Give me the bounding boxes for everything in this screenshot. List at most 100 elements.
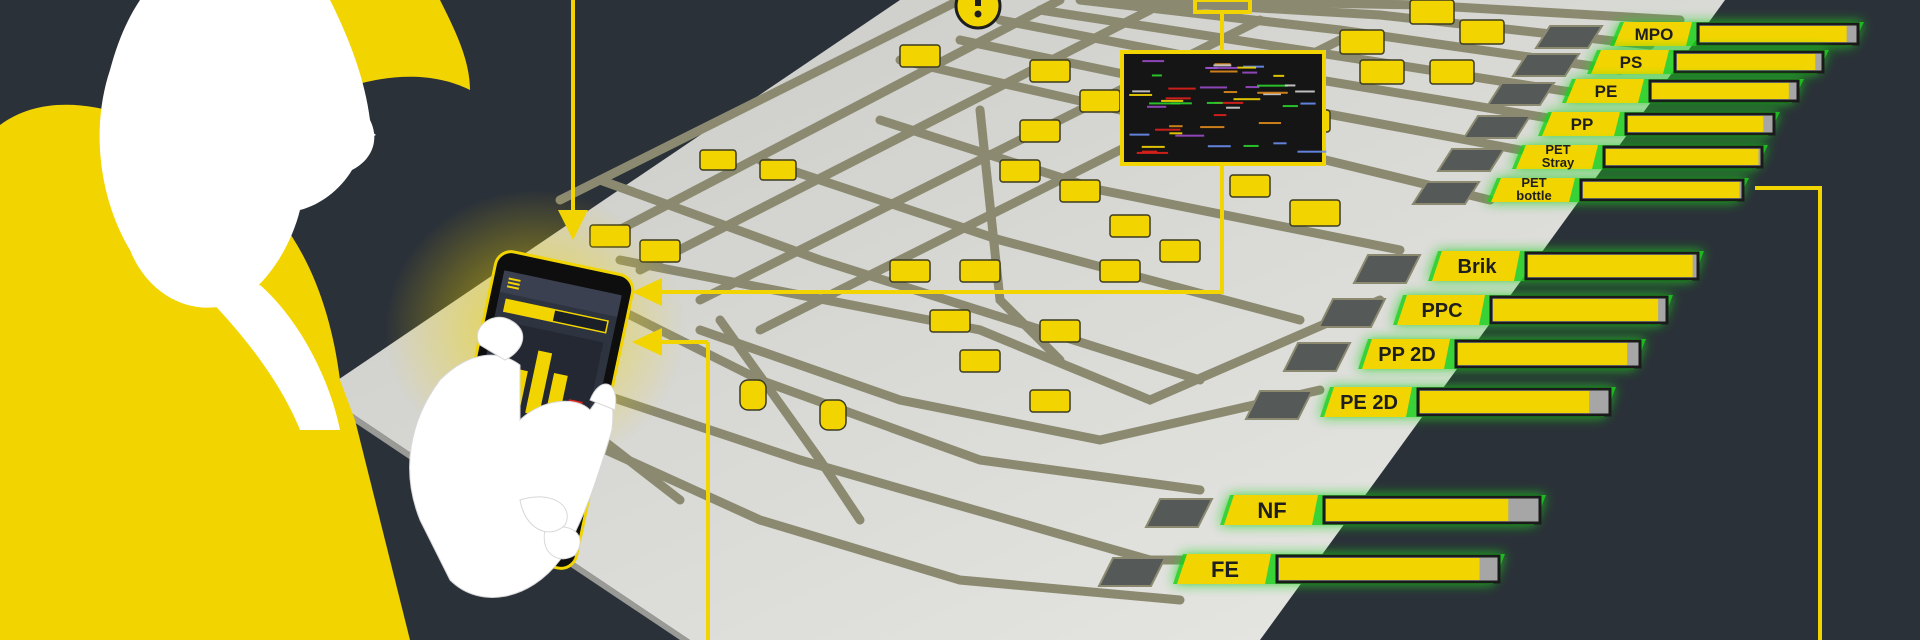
sensor-streak <box>1282 105 1298 108</box>
sensor-streak <box>1149 102 1181 105</box>
output-bin <box>1244 390 1314 420</box>
fraction-label: Brik <box>1458 256 1498 278</box>
sensor-streak <box>1242 71 1258 74</box>
sensor-streak <box>1205 66 1237 69</box>
fill-level-value <box>1652 83 1789 99</box>
fill-level-value <box>1628 116 1764 132</box>
sensor-streak <box>1226 106 1240 109</box>
output-bin <box>1352 254 1422 284</box>
sensor-streak <box>1214 63 1231 66</box>
sensor-streak <box>1168 87 1196 90</box>
fraction-row: PS <box>1511 50 1829 77</box>
sensor-streak <box>1258 122 1281 125</box>
fraction-label: PPC <box>1421 300 1462 322</box>
output-bin <box>1436 148 1506 172</box>
fill-level-value <box>1493 299 1659 321</box>
output-bin <box>1317 298 1387 328</box>
sensor-streak <box>1295 90 1315 93</box>
sensor-streak <box>1141 150 1158 153</box>
output-bin <box>1486 82 1556 106</box>
sensor-streak <box>1243 144 1259 147</box>
sensor-streak <box>1161 99 1184 102</box>
sensor-streak <box>1169 132 1183 135</box>
fill-level-value <box>1583 182 1740 198</box>
sensor-streak <box>1233 98 1261 101</box>
fraction-label-tab <box>1362 339 1450 369</box>
fraction-label: MPO <box>1635 25 1674 44</box>
fraction-label: PE 2D <box>1340 392 1398 414</box>
fraction-label: NF <box>1257 498 1286 523</box>
fraction-label-tab <box>1516 145 1598 169</box>
fraction-row: PP 2D <box>1282 339 1646 372</box>
sensor-streak <box>1200 126 1225 129</box>
output-bin <box>1411 181 1481 205</box>
sensor-streak <box>1207 145 1231 148</box>
fraction-row: PE <box>1486 79 1804 106</box>
sensor-streak <box>1136 151 1169 154</box>
sensor-streak <box>1273 74 1285 77</box>
sensor-streak <box>1206 101 1223 104</box>
fraction-row: MPO <box>1534 22 1864 49</box>
sensor-streak <box>1297 150 1327 153</box>
sensor-streak <box>1263 93 1281 96</box>
worker-silhouette <box>0 0 470 640</box>
fraction-label: FE <box>1211 557 1239 582</box>
fraction-label-tab <box>1177 554 1271 584</box>
fraction-label-tab <box>1324 387 1412 417</box>
sensor-streak <box>1151 74 1162 77</box>
sensor-streak <box>1245 86 1260 89</box>
hand <box>409 316 617 598</box>
fraction-label-tab <box>1614 22 1692 46</box>
fraction-row: PP <box>1462 112 1780 139</box>
fraction-label-tab <box>1432 251 1520 281</box>
top-alert-icon <box>954 0 1002 30</box>
fraction-row: Brik <box>1352 251 1704 284</box>
sensor-streak <box>1165 97 1191 100</box>
output-bin <box>1144 498 1214 528</box>
output-bin <box>1511 53 1581 77</box>
fraction-row: FE <box>1097 554 1505 587</box>
sensor-streak <box>1142 60 1165 63</box>
sensor-streak <box>1284 84 1296 87</box>
sensor-streak <box>1257 91 1288 94</box>
sensor-streak <box>1147 105 1167 108</box>
fraction-label-tab <box>1542 112 1620 136</box>
phone-menu-icon[interactable] <box>506 277 521 290</box>
fraction-row: PE 2D <box>1244 387 1616 420</box>
sensor-streak <box>1155 128 1181 131</box>
fraction-label-tab <box>1566 79 1644 103</box>
fraction-row: NF <box>1144 495 1546 528</box>
fill-level-value <box>1458 343 1628 365</box>
sensor-streak <box>1213 114 1227 117</box>
fraction-label: PP 2D <box>1378 344 1435 366</box>
fraction-label-tab <box>1491 178 1575 202</box>
sensor-streak <box>1210 70 1238 73</box>
sensor-streak <box>1300 102 1316 105</box>
phone-bar <box>525 350 553 416</box>
fill-level-value <box>1606 149 1759 165</box>
sensor-streak <box>1170 102 1192 105</box>
sensor-streak <box>1257 84 1289 87</box>
sensor-streak <box>1169 125 1183 128</box>
fill-level-value <box>1326 499 1509 521</box>
fill-level-value <box>1700 26 1847 42</box>
fill-level-value <box>1677 54 1816 70</box>
fill-level-value <box>1420 391 1590 413</box>
sensor-streak <box>1237 66 1257 69</box>
sensor-streak <box>1213 64 1232 67</box>
sensor-streak <box>1199 86 1228 89</box>
sorting-machines <box>589 0 1505 431</box>
sensor-streak <box>1141 145 1165 148</box>
sensor-streak <box>1132 90 1151 93</box>
fraction-row: PPC <box>1317 295 1673 328</box>
output-bin <box>1462 115 1532 139</box>
sensor-streak <box>1129 93 1153 96</box>
sensor-streak <box>1175 134 1205 137</box>
connector-lines <box>571 0 1822 640</box>
sensor-view-panel <box>1120 50 1327 166</box>
fill-level-value <box>1528 255 1693 277</box>
